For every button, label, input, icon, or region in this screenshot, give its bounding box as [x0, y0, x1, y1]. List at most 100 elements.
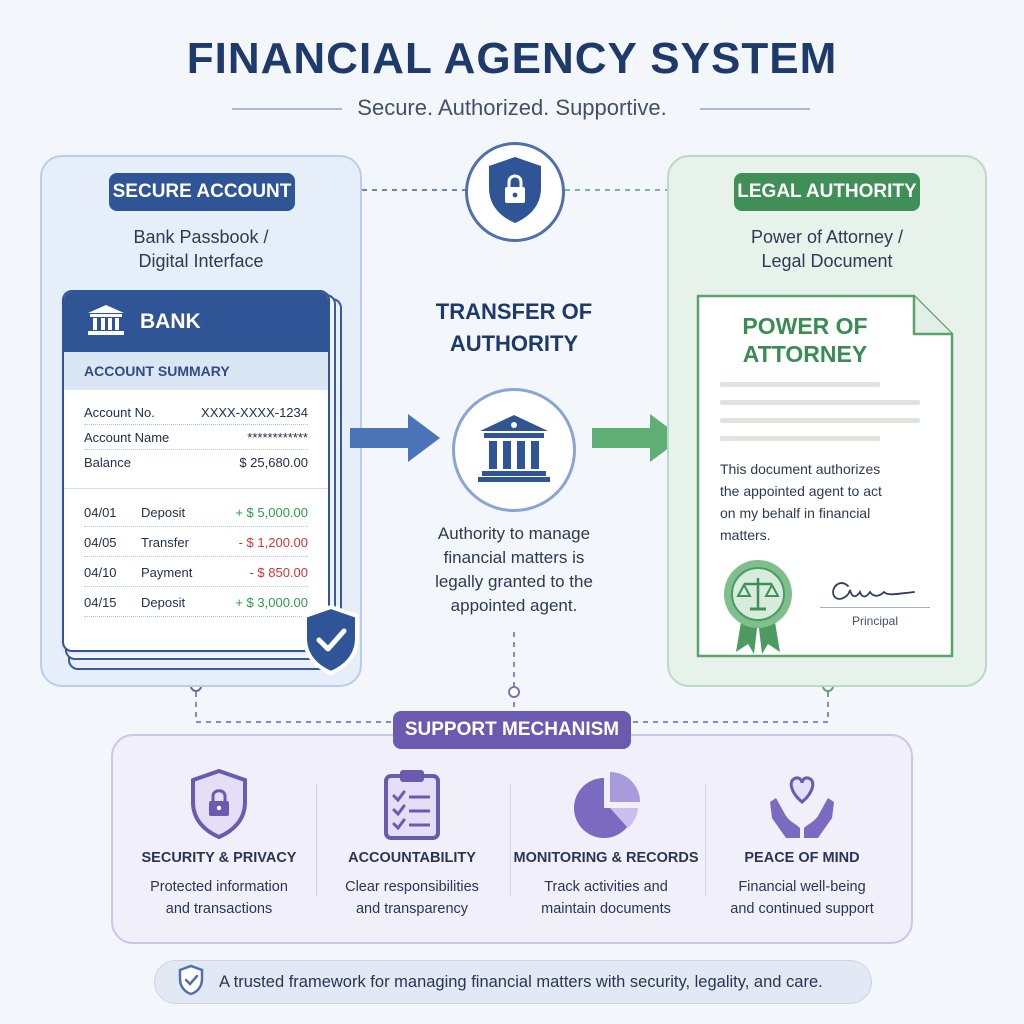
- description-line: legally granted to the: [435, 572, 593, 591]
- transaction-amount: + $ 3,000.00: [235, 595, 308, 610]
- feature-divider: [510, 784, 511, 896]
- account-name-value: ************: [247, 429, 308, 445]
- transaction-row: 04/10 Payment - $ 850.00: [84, 559, 308, 587]
- legal-authority-description: Power of Attorney / Legal Document: [667, 225, 987, 273]
- transaction-row: 04/05 Transfer - $ 1,200.00: [84, 529, 308, 557]
- description-line: Legal Document: [761, 251, 893, 271]
- institution-badge: [452, 388, 576, 512]
- transaction-amount: - $ 850.00: [249, 565, 308, 580]
- account-number-label: Account No.: [84, 404, 155, 420]
- description-line: Protected information: [150, 879, 288, 895]
- feature-title: ACCOUNTABILITY: [348, 850, 476, 866]
- description-line: Authority to manage: [437, 524, 591, 543]
- signature-line: [820, 607, 930, 608]
- document-text-line: [720, 418, 920, 423]
- feature-title: PEACE OF MIND: [744, 850, 860, 866]
- feature-divider: [316, 784, 317, 896]
- feature-divider: [705, 784, 706, 896]
- feature-peace-of-mind: PEACE OF MIND Financial well-being and c…: [704, 760, 900, 920]
- document-text-line: [720, 400, 920, 405]
- transaction-date: 04/01: [84, 505, 117, 520]
- description-line: financial matters is: [443, 548, 585, 567]
- pie-chart-icon: [508, 760, 704, 840]
- title-line: AUTHORITY: [449, 331, 579, 356]
- shield-lock-icon: [121, 760, 317, 840]
- poa-title: POWER OF ATTORNEY: [692, 312, 918, 368]
- document-text-line: [720, 436, 880, 441]
- title-line: POWER OF: [742, 313, 868, 339]
- description-line: and transactions: [165, 901, 273, 917]
- page-subtitle: Secure. Authorized. Supportive.: [357, 95, 667, 120]
- transaction-type: Transfer: [141, 535, 189, 550]
- description-line: and continued support: [730, 901, 874, 917]
- balance-row: Balance $ 25,680.00: [84, 450, 308, 475]
- bank-name: BANK: [140, 310, 201, 333]
- body-line: This document authorizes: [720, 461, 881, 477]
- account-number-value: XXXX-XXXX-1234: [201, 404, 308, 420]
- transfer-of-authority-title: TRANSFER OF AUTHORITY: [412, 296, 616, 360]
- transaction-date: 04/15: [84, 595, 117, 610]
- transaction-row: 04/01 Deposit + $ 5,000.00: [84, 499, 308, 527]
- signature-icon: [824, 574, 920, 606]
- bank-card-header: BANK: [64, 292, 328, 352]
- transaction-amount: + $ 5,000.00: [235, 505, 308, 520]
- description-line: Track activities and: [544, 879, 668, 895]
- account-name-row: Account Name ************: [84, 425, 308, 450]
- description-line: Clear responsibilities: [345, 879, 479, 895]
- secure-account-description: Bank Passbook / Digital Interface: [40, 225, 362, 273]
- shield-lock-badge: [465, 142, 565, 242]
- title-line: ATTORNEY: [742, 341, 868, 367]
- body-line: on my behalf in financial: [720, 505, 871, 521]
- account-number-row: Account No. XXXX-XXXX-1234: [84, 400, 308, 425]
- legal-authority-badge: LEGAL AUTHORITY: [734, 173, 920, 211]
- title-line: TRANSFER OF: [435, 299, 593, 324]
- support-mechanism-panel: [111, 734, 913, 944]
- transaction-type: Deposit: [141, 505, 186, 520]
- feature-description: Clear responsibilities and transparency: [314, 876, 510, 920]
- description-line: maintain documents: [541, 901, 671, 917]
- page-title: FINANCIAL AGENCY SYSTEM: [186, 34, 838, 83]
- feature-description: Track activities and maintain documents: [508, 876, 704, 920]
- footer-banner: A trusted framework for managing financi…: [154, 960, 872, 1004]
- transaction-row: 04/15 Deposit + $ 3,000.00: [84, 589, 308, 617]
- description-line: and transparency: [355, 901, 469, 917]
- feature-title: MONITORING & RECORDS: [513, 850, 699, 866]
- bank-building-icon: [86, 304, 126, 341]
- transaction-type: Deposit: [141, 595, 186, 610]
- seal-scales-icon: [716, 556, 800, 656]
- feature-title: SECURITY & PRIVACY: [141, 850, 297, 866]
- account-name-label: Account Name: [84, 429, 170, 445]
- transaction-amount: - $ 1,200.00: [238, 535, 308, 550]
- transfer-description: Authority to manage financial matters is…: [410, 522, 618, 618]
- support-mechanism-badge: SUPPORT MECHANISM: [393, 711, 631, 749]
- balance-value: $ 25,680.00: [239, 455, 308, 470]
- hands-heart-icon: [704, 760, 900, 840]
- document-text-line: [720, 382, 880, 387]
- description-line: Power of Attorney /: [750, 227, 904, 247]
- secure-account-badge: SECURE ACCOUNT: [109, 173, 295, 211]
- transaction-date: 04/05: [84, 535, 117, 550]
- shield-lock-icon: [484, 154, 546, 231]
- description-line: Digital Interface: [138, 251, 264, 271]
- description-line: Bank Passbook /: [133, 227, 269, 247]
- account-summary-label: ACCOUNT SUMMARY: [64, 352, 328, 390]
- body-line: the appointed agent to act: [720, 483, 882, 499]
- feature-description: Protected information and transactions: [121, 876, 317, 920]
- description-line: Financial well-being: [738, 879, 866, 895]
- subtitle-rule-left: [232, 108, 342, 110]
- body-line: matters.: [720, 527, 771, 543]
- transaction-type: Payment: [141, 565, 193, 580]
- card-divider: [64, 488, 328, 489]
- shield-check-icon: [177, 964, 205, 1001]
- balance-label: Balance: [84, 455, 131, 470]
- subtitle-rule-right: [700, 108, 810, 110]
- description-line: appointed agent.: [450, 596, 578, 615]
- bank-account-card: BANK ACCOUNT SUMMARY Account No. XXXX-XX…: [62, 290, 330, 652]
- shield-check-icon: [300, 604, 362, 676]
- feature-security-privacy: SECURITY & PRIVACY Protected information…: [121, 760, 317, 920]
- transaction-date: 04/10: [84, 565, 117, 580]
- arrow-right-icon: [350, 412, 442, 464]
- footer-text: A trusted framework for managing financi…: [219, 972, 823, 991]
- clipboard-checklist-icon: [314, 760, 510, 840]
- arrow-right-icon: [592, 412, 684, 464]
